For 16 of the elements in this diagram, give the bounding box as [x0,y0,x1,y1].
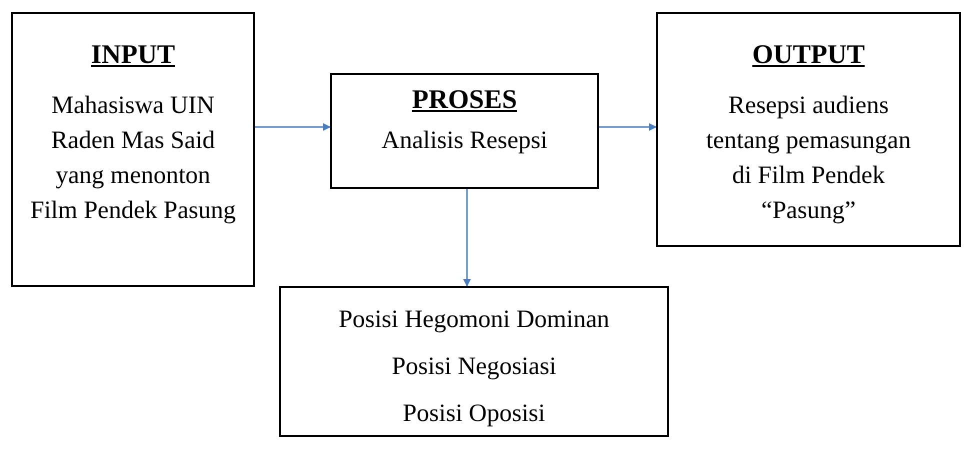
process-box [656,12,961,247]
arrow [463,189,471,287]
box-text: Posisi Negosiasi [390,352,558,382]
box-heading: INPUT [90,38,175,70]
process-box [279,286,669,437]
arrow [255,123,331,131]
box-text: Posisi Oposisi [402,399,546,429]
arrow [599,123,657,131]
box-text: Resepsi audiens tentang pemasungan di Film Pendek “Pasung” [705,91,912,226]
box-text: Mahasiswa UIN Raden Mas Said yang menonton Film Pendek Pasung [29,91,237,226]
box-heading: PROSES [412,83,518,115]
box-text: Posisi Hegomoni Dominan [338,305,610,335]
box-heading: OUTPUT [752,38,865,70]
process-box [11,12,255,287]
process-box [330,73,599,189]
box-text: Analisis Resepsi [380,126,548,156]
